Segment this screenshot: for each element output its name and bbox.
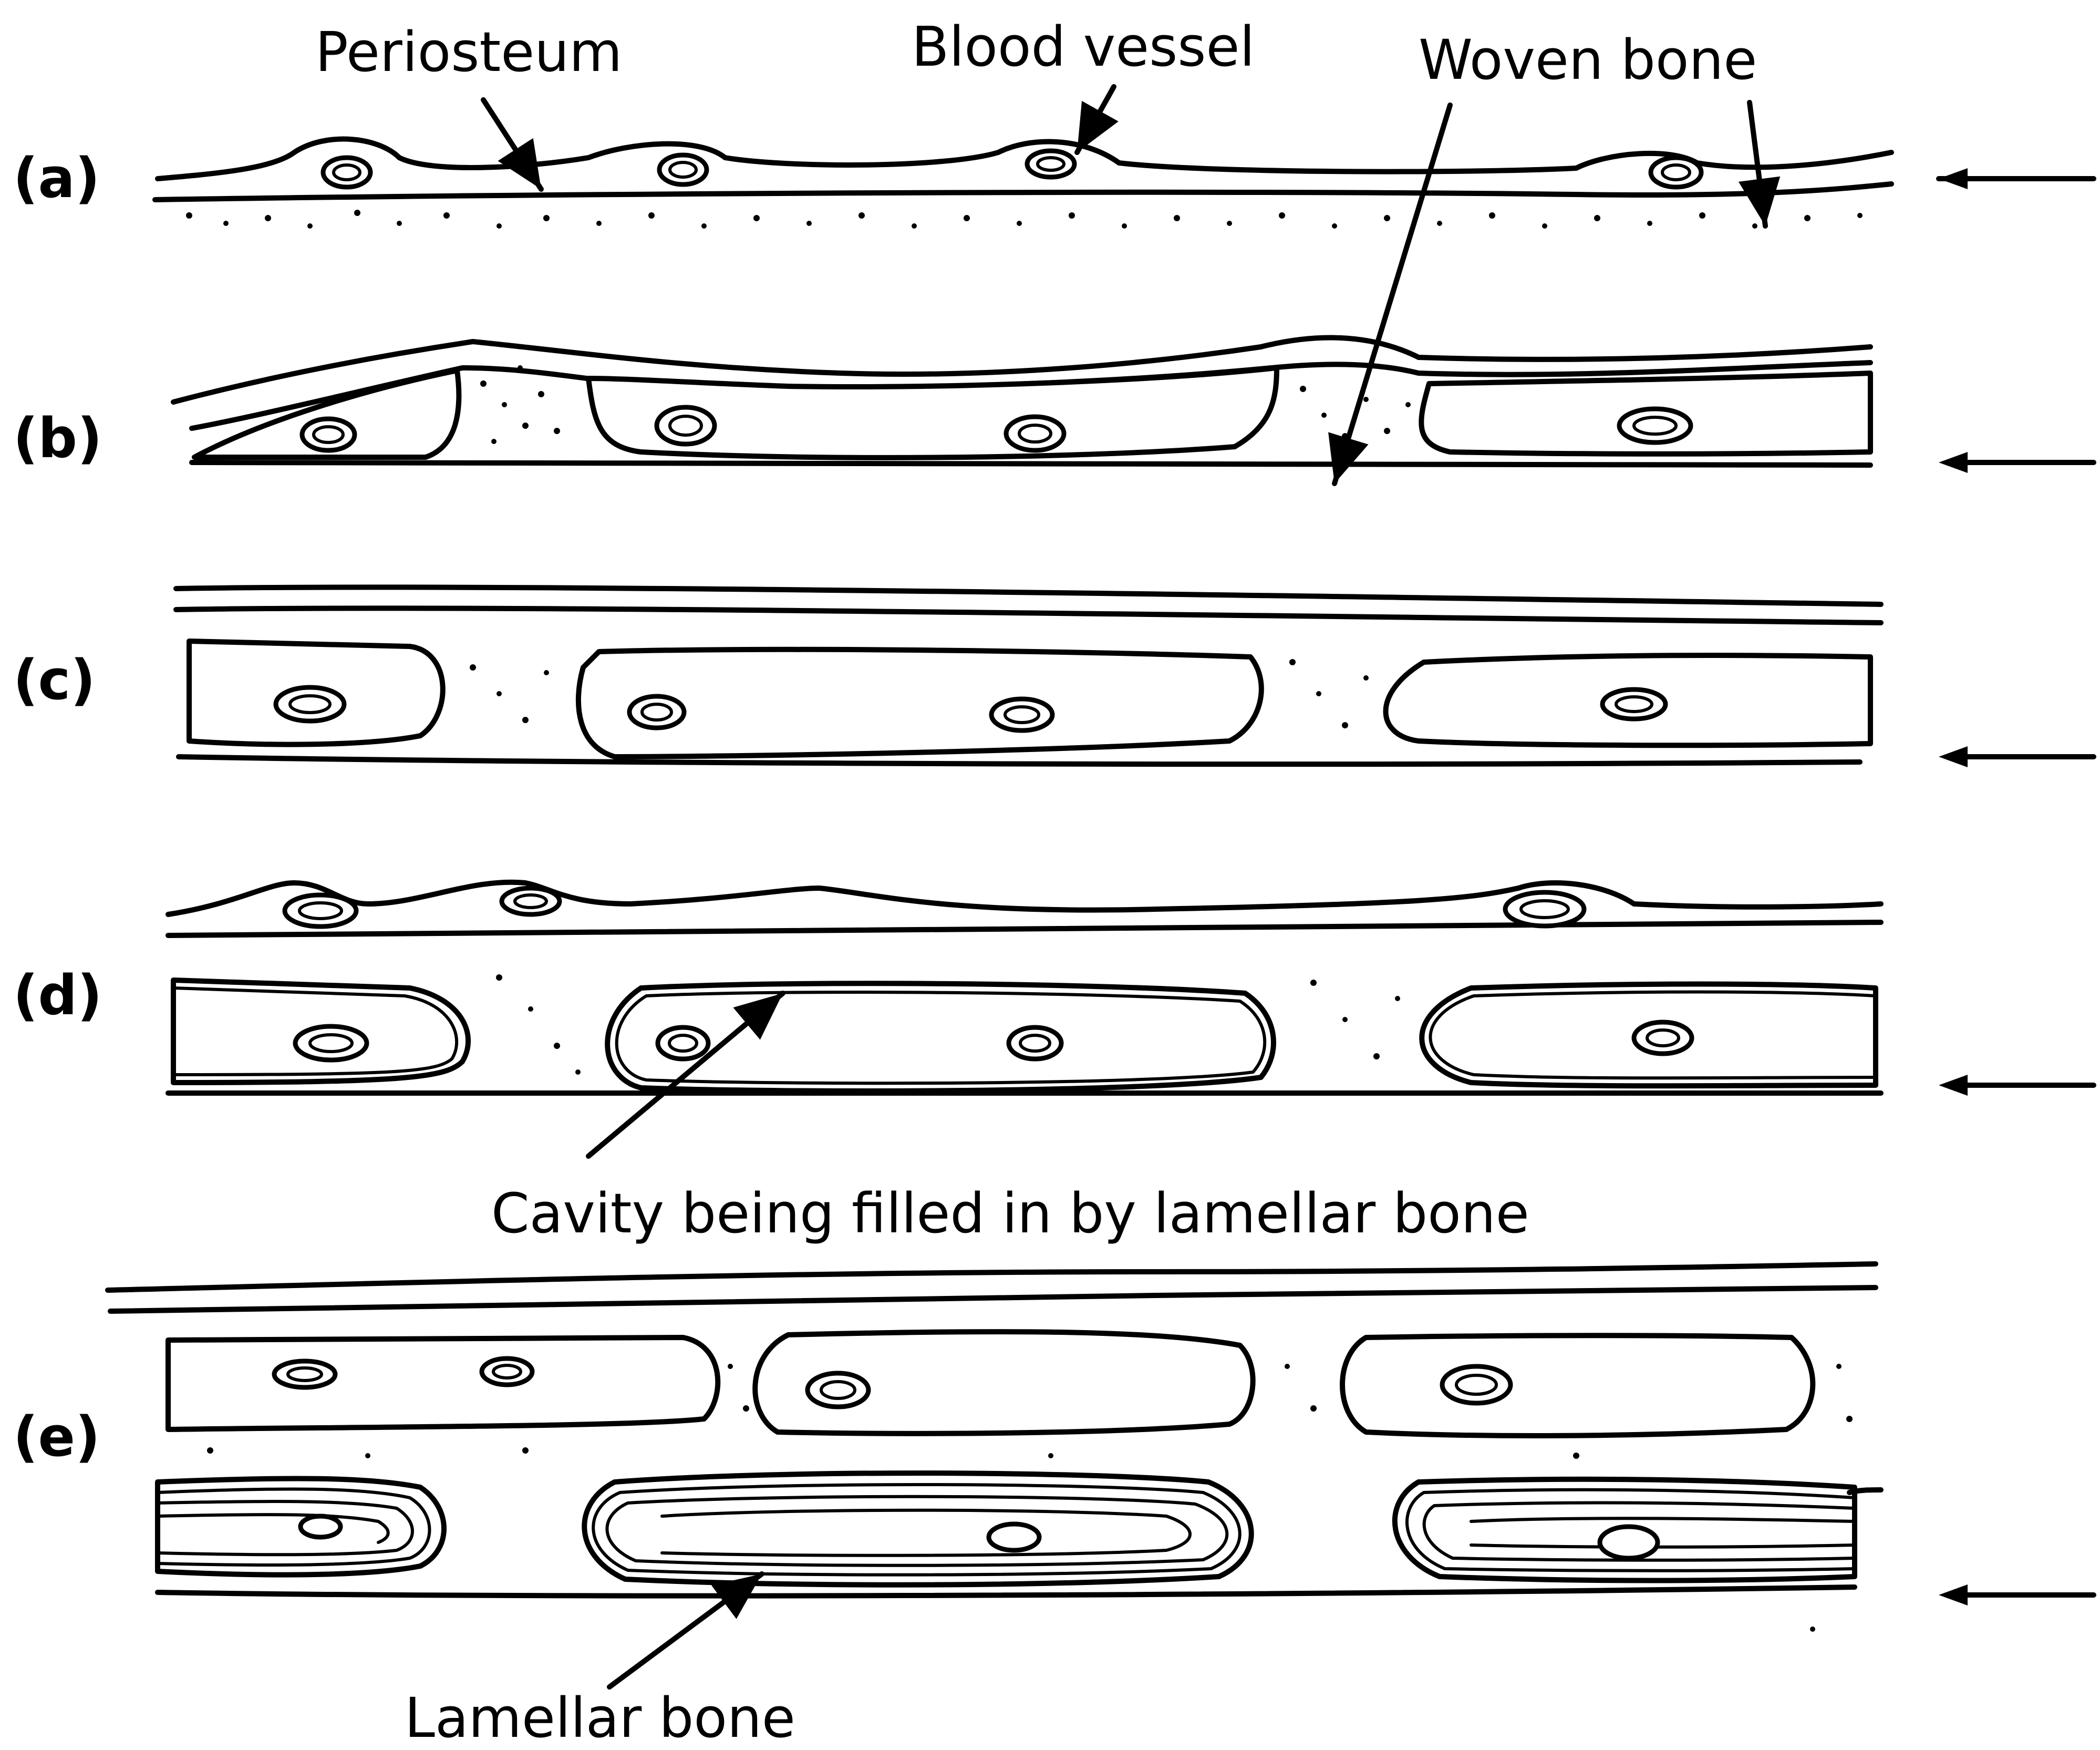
panel-label-a: (a) [13, 146, 100, 210]
woven-bone-stipple-a [173, 208, 1891, 239]
panel-label-e: (e) [13, 1405, 100, 1469]
panel-label-d: (d) [13, 963, 102, 1027]
panel-b [173, 338, 2094, 473]
panel-d [168, 882, 2094, 1096]
blood-vessel-label: Blood vessel [912, 15, 1255, 79]
panel-e [108, 1264, 2094, 1605]
periosteum-label: Periosteum [315, 20, 622, 84]
pointer-lines [483, 87, 1765, 1687]
panel-c [176, 587, 2094, 767]
lamellar-bone-label: Lamellar bone [405, 1686, 795, 1750]
woven-bone-label: Woven bone [1419, 28, 1757, 92]
panel-label-b: (b) [13, 406, 102, 470]
panel-label-c: (c) [13, 648, 96, 712]
cavity-filled-label: Cavity being filled in by lamellar bone [491, 1181, 1529, 1245]
